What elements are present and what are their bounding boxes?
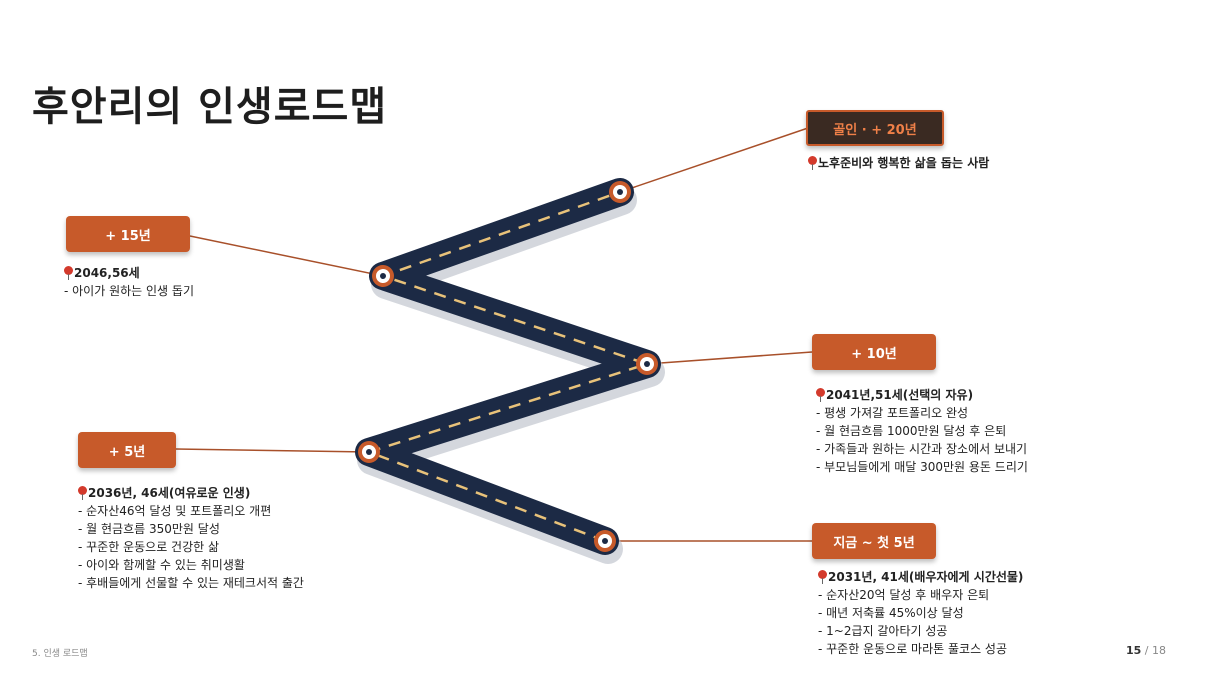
milestone-15-note: 2046,56세 - 아이가 원하는 인생 돕기 [64, 264, 194, 300]
pin-icon [808, 156, 817, 170]
milestone-goal-label: 골인 · + 20년 [806, 110, 944, 146]
list-item: - 후배들에게 선물할 수 있는 재테크서적 출간 [78, 576, 304, 590]
milestone-10-note: 2041년,51세(선택의 자유) - 평생 가져갈 포트폴리오 완성 - 월 … [816, 386, 1028, 476]
milestone-10-head: 2041년,51세(선택의 자유) [826, 388, 974, 402]
list-item: - 부모님들에게 매달 300만원 용돈 드리기 [816, 460, 1028, 474]
list-item: - 순자산20억 달성 후 배우자 은퇴 [818, 588, 990, 602]
page-number: 15 / 18 [1126, 644, 1166, 657]
milestone-goal-head: 노후준비와 행복한 삶을 돕는 사람 [818, 156, 990, 170]
pin-icon [64, 266, 73, 280]
list-item: - 순자산46억 달성 및 포트폴리오 개편 [78, 504, 272, 518]
milestone-now-label: 지금 ~ 첫 5년 [812, 523, 936, 559]
list-item: - 아이와 함께할 수 있는 취미생활 [78, 558, 245, 572]
footer-section-label: 5. 인생 로드맵 [32, 649, 88, 659]
milestone-10-label: + 10년 [812, 334, 936, 370]
pin-icon [78, 486, 87, 500]
page-title: 후안리의 인생로드맵 [32, 84, 388, 130]
list-item: - 평생 가져갈 포트폴리오 완성 [816, 406, 969, 420]
list-item: - 1~2급지 갈아타기 성공 [818, 624, 948, 638]
connector-goal [619, 127, 809, 193]
list-item: - 매년 저축률 45%이상 달성 [818, 606, 964, 620]
milestone-15-head: 2046,56세 [74, 266, 140, 280]
pin-icon [816, 388, 825, 402]
milestone-5-head: 2036년, 46세(여유로운 인생) [88, 486, 251, 500]
list-item: - 아이가 원하는 인생 돕기 [64, 284, 194, 298]
page-total: 18 [1152, 644, 1166, 657]
list-item: - 월 현금흐름 350만원 달성 [78, 522, 220, 536]
road-center-line [367, 190, 649, 543]
waypoint-goal-icon [609, 181, 631, 203]
milestone-now-note: 2031년, 41세(배우자에게 시간선물) - 순자산20억 달성 후 배우자… [818, 568, 1023, 658]
page-separator: / [1144, 644, 1149, 657]
list-item: - 꾸준한 운동으로 건강한 삶 [78, 540, 220, 554]
connector-10 [646, 351, 813, 365]
connector-15 [189, 235, 384, 277]
milestone-15-label: + 15년 [66, 216, 190, 252]
connector-lines [175, 127, 813, 542]
page-current: 15 [1125, 644, 1142, 657]
list-item: - 월 현금흐름 1000만원 달성 후 은퇴 [816, 424, 1007, 438]
waypoint-10-icon [636, 353, 658, 375]
waypoint-markers [358, 181, 658, 552]
milestone-now-head: 2031년, 41세(배우자에게 시간선물) [828, 570, 1024, 584]
milestone-goal-note: 노후준비와 행복한 삶을 돕는 사람 [808, 154, 989, 172]
waypoint-15-icon [372, 265, 394, 287]
waypoint-5-icon [358, 441, 380, 463]
milestone-5-label: + 5년 [78, 432, 176, 468]
connector-5 [175, 448, 370, 453]
list-item: - 꾸준한 운동으로 마라톤 풀코스 성공 [818, 642, 1008, 656]
list-item: - 가족들과 원하는 시간과 장소에서 보내기 [816, 442, 1028, 456]
milestone-5-note: 2036년, 46세(여유로운 인생) - 순자산46억 달성 및 포트폴리오 … [78, 484, 304, 592]
waypoint-now-icon [594, 530, 616, 552]
pin-icon [818, 570, 827, 584]
